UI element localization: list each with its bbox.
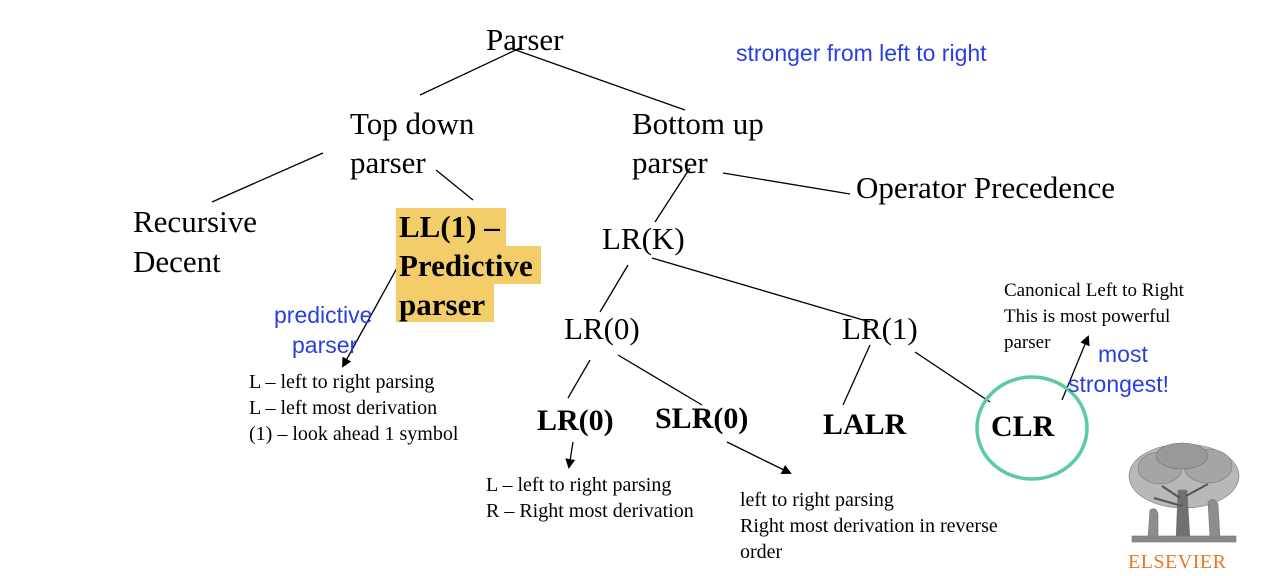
node-ll1-line1: LL(1) – (399, 209, 500, 244)
edge-parser-bottomup (509, 47, 686, 111)
arrow-slr0-note (726, 441, 792, 474)
node-slr0: SLR(0) (655, 402, 749, 435)
edge-lr1-lalr (842, 344, 871, 406)
ll1-highlight-2 (396, 246, 541, 284)
node-bottomup-line1: Bottom up (632, 106, 764, 141)
arrow-ll1-note (342, 267, 398, 368)
arrow-lr0-note (565, 441, 576, 469)
ll1-highlight-3 (396, 284, 494, 322)
node-topdown-line1: Top down (350, 106, 475, 141)
elsevier-tree-logo-icon (1128, 442, 1240, 543)
node-lr0-leaf: LR(0) (537, 404, 614, 437)
note-most: most (1098, 341, 1148, 367)
node-clr: CLR (991, 410, 1055, 443)
node-recursive-line2: Decent (133, 244, 221, 279)
edge-lrk-lr0 (599, 264, 629, 313)
ll-note-line1: L – left to right parsing (249, 371, 435, 393)
clr-note-line1: Canonical Left to Right (1004, 280, 1184, 301)
lr-note-line2: R – Right most derivation (486, 500, 694, 522)
node-ll1-line2: Predictive (399, 248, 533, 283)
node-bottomup-line2: parser (632, 145, 708, 180)
edge-lrk-lr1 (651, 257, 871, 323)
note-predictive-line1: predictive (274, 302, 373, 328)
node-recursive-line1: Recursive (133, 204, 257, 239)
ll-note-line2: L – left most derivation (249, 397, 438, 419)
clr-note-line2: This is most powerful (1004, 306, 1171, 327)
node-lalr: LALR (823, 408, 907, 441)
note-predictive-line2: parser (292, 332, 358, 358)
edge-lr0-slr0 (617, 354, 703, 406)
edge-topdown-recursive (211, 152, 324, 203)
edge-lr1-clr (914, 351, 991, 403)
ll-note-line3: (1) – look ahead 1 symbol (249, 423, 459, 445)
slr-note-line1: left to right parsing (740, 489, 894, 511)
ll1-highlight-1 (396, 208, 506, 246)
clr-note-line3: parser (1004, 332, 1051, 353)
edge-lr0-lr0bold (567, 359, 591, 399)
node-lrk: LR(K) (602, 221, 685, 256)
node-lr1: LR(1) (842, 311, 918, 346)
clr-circle (975, 375, 1089, 481)
note-strongest: strongest! (1068, 371, 1169, 397)
edge-bottomup-operator (722, 172, 851, 195)
lr-note-line1: L – left to right parsing (486, 474, 672, 496)
node-topdown-line2: parser (350, 145, 426, 180)
slr-note-line3: order (740, 541, 783, 563)
node-parser: Parser (486, 22, 564, 57)
edge-parser-topdown (419, 47, 521, 96)
slr-note-line2: Right most derivation in reverse (740, 515, 998, 537)
elsevier-wordmark: ELSEVIER (1128, 551, 1227, 573)
node-operator-precedence: Operator Precedence (856, 170, 1116, 205)
note-stronger: stronger from left to right (736, 40, 987, 66)
node-ll1-line3: parser (399, 287, 486, 322)
edge-bottomup-lrk (654, 167, 691, 223)
node-lr0: LR(0) (564, 311, 640, 346)
edge-topdown-ll1 (435, 169, 474, 201)
